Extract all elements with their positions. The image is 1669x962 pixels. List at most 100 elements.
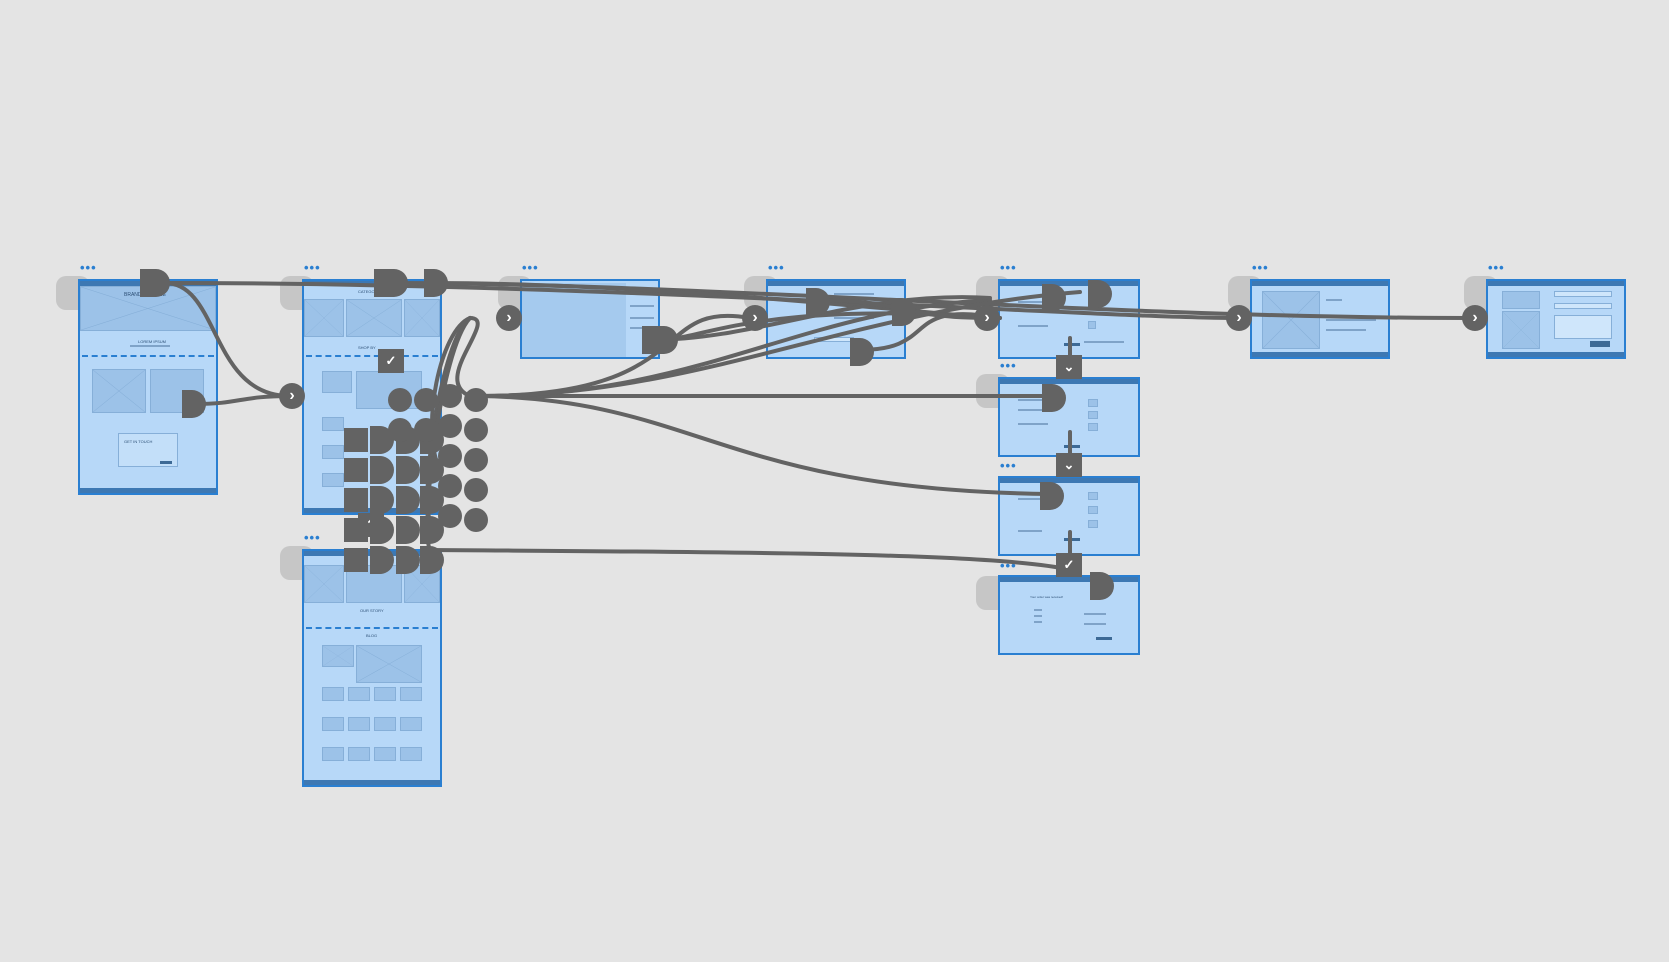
connector-handle[interactable] <box>892 298 916 326</box>
connector-handle[interactable] <box>140 269 170 297</box>
image-placeholder <box>92 369 146 413</box>
link-handle[interactable] <box>396 486 420 514</box>
more-dots-icon[interactable]: ••• <box>768 260 785 275</box>
grid-thumb <box>400 717 422 731</box>
more-dots-icon[interactable]: ••• <box>304 530 321 545</box>
thumb <box>1088 423 1098 431</box>
connector-handle[interactable] <box>1040 482 1064 510</box>
send-button[interactable] <box>1590 341 1610 347</box>
image-placeholder <box>322 473 344 487</box>
link-handle[interactable] <box>370 546 394 574</box>
chevron-right-icon[interactable]: › <box>1462 305 1488 331</box>
chevron-right-icon[interactable]: › <box>974 305 1000 331</box>
text-line <box>630 317 654 319</box>
chevron-right-icon[interactable]: › <box>496 305 522 331</box>
connector-handle[interactable] <box>806 288 830 316</box>
header-bar <box>1000 577 1138 582</box>
text-line <box>1084 341 1124 343</box>
more-dots-icon[interactable]: ••• <box>80 260 97 275</box>
link-handle[interactable] <box>396 456 420 484</box>
more-dots-icon[interactable]: ••• <box>1252 260 1269 275</box>
wire <box>455 316 480 398</box>
grid-thumb <box>400 747 422 761</box>
message-field[interactable] <box>1554 315 1612 339</box>
link-handle[interactable] <box>438 414 462 438</box>
link-handle[interactable] <box>344 488 368 512</box>
link-handle[interactable] <box>414 388 438 412</box>
contact-card <box>118 433 178 467</box>
more-dots-icon[interactable]: ••• <box>304 260 321 275</box>
more-dots-icon[interactable]: ••• <box>1488 260 1505 275</box>
image-placeholder <box>1262 291 1320 349</box>
more-dots-icon[interactable]: ••• <box>1000 458 1017 473</box>
more-dots-icon[interactable]: ••• <box>1000 358 1017 373</box>
hero-title: CATEGORY <box>358 289 381 294</box>
connector-handle[interactable] <box>374 269 408 297</box>
link-handle[interactable] <box>464 448 488 472</box>
header-bar <box>1000 281 1138 286</box>
text-line <box>1034 609 1042 611</box>
product-image-placeholder <box>522 283 626 357</box>
link-handle[interactable] <box>370 456 394 484</box>
section-title: SHOP BY <box>358 345 376 350</box>
more-dots-icon[interactable]: ••• <box>522 260 539 275</box>
artboard-home[interactable]: BRAND PROMISE LOREM IPSUM GET IN TOUCH <box>78 279 218 495</box>
wire <box>478 394 1052 496</box>
grid-thumb <box>322 687 344 701</box>
link-handle[interactable] <box>388 418 412 442</box>
connector-handle[interactable] <box>850 338 874 366</box>
header-bar <box>1000 478 1138 483</box>
link-handle[interactable] <box>344 518 368 542</box>
chevron-down-icon[interactable]: ⌄ <box>1056 453 1082 477</box>
link-handle[interactable] <box>344 458 368 482</box>
link-handle[interactable] <box>370 516 394 544</box>
link-handle[interactable] <box>396 546 420 574</box>
connector-handle[interactable] <box>1088 280 1112 308</box>
chevron-right-icon[interactable]: › <box>1226 305 1252 331</box>
link-handle[interactable] <box>420 546 444 574</box>
link-handle[interactable] <box>464 478 488 502</box>
link-handle[interactable] <box>370 486 394 514</box>
link-handle[interactable] <box>344 548 368 572</box>
email-field[interactable] <box>1554 303 1612 309</box>
check-icon[interactable]: ✓ <box>1056 553 1082 577</box>
link-handle[interactable] <box>396 516 420 544</box>
more-dots-icon[interactable]: ••• <box>1000 260 1017 275</box>
submit-button[interactable] <box>160 461 172 464</box>
link-handle[interactable] <box>464 508 488 532</box>
connector-handle[interactable] <box>1090 572 1114 600</box>
link-handle[interactable] <box>464 388 488 412</box>
continue-shopping-button[interactable] <box>1096 637 1112 640</box>
callout-title: GET IN TOUCH <box>124 439 153 444</box>
artboard-order-confirmation[interactable]: Your order was received! <box>998 575 1140 655</box>
artboard-contact[interactable] <box>1486 279 1626 359</box>
link-handle[interactable] <box>344 428 368 452</box>
wire <box>478 290 1082 398</box>
link-handle[interactable] <box>414 418 438 442</box>
text-line <box>1018 498 1048 500</box>
link-handle[interactable] <box>438 474 462 498</box>
chevron-right-icon[interactable]: › <box>742 305 768 331</box>
link-handle[interactable] <box>388 388 412 412</box>
link-handle[interactable] <box>438 504 462 528</box>
connector-handle[interactable] <box>182 390 206 418</box>
connector-handle[interactable] <box>1042 384 1066 412</box>
thumb <box>1088 321 1096 329</box>
connector-handle[interactable] <box>424 269 448 297</box>
connector-handle[interactable] <box>1042 284 1066 312</box>
connector-handle[interactable] <box>642 326 678 354</box>
wire <box>428 548 1072 572</box>
grid-thumb <box>348 717 370 731</box>
text-line <box>1326 329 1366 331</box>
grid-thumb <box>322 717 344 731</box>
name-field[interactable] <box>1554 291 1612 297</box>
chevron-down-icon[interactable]: ⌄ <box>1056 355 1082 379</box>
link-handle[interactable] <box>438 384 462 408</box>
image-placeholder <box>304 299 344 337</box>
check-icon[interactable]: ✓ <box>378 349 404 373</box>
link-handle[interactable] <box>464 418 488 442</box>
chevron-right-icon[interactable]: › <box>279 383 305 409</box>
image-placeholder <box>356 645 422 683</box>
link-handle[interactable] <box>438 444 462 468</box>
